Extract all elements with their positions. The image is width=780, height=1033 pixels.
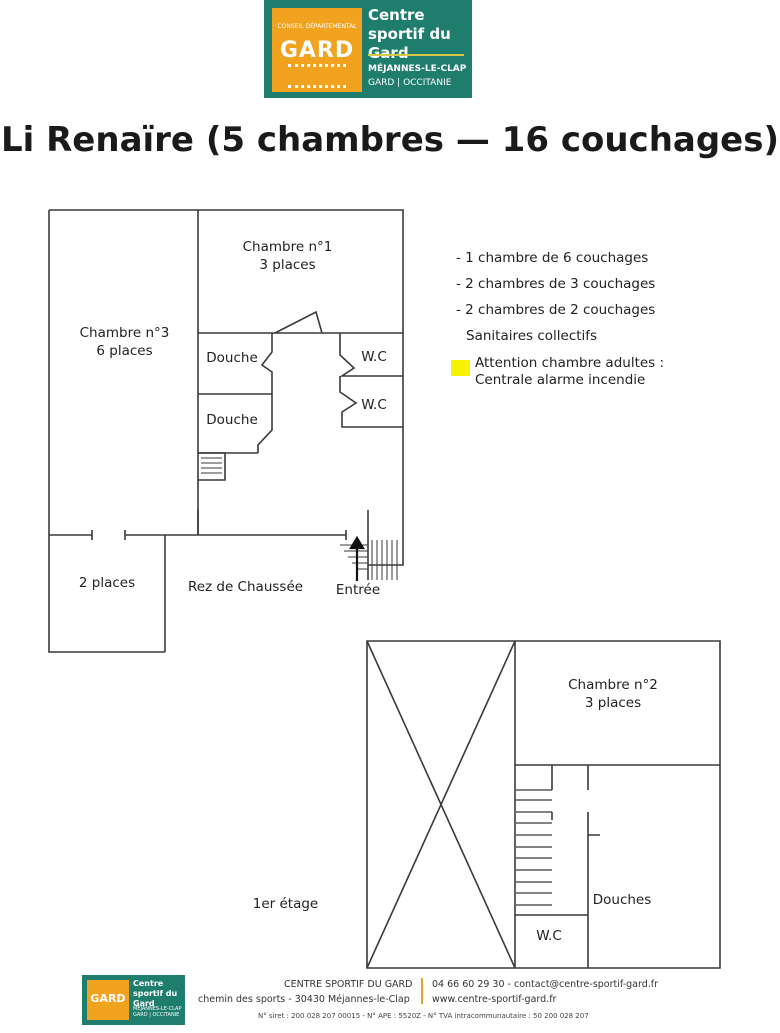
chambre2-label: Chambre n°2 3 places <box>548 676 678 712</box>
douches-label: Douches <box>592 892 652 908</box>
douche-a-label: Douche <box>206 350 258 366</box>
chambre1-name: Chambre n°1 <box>242 239 333 255</box>
entrance-arrow-icon <box>349 535 365 581</box>
ground-level-label: Rez de Chaussée <box>187 579 304 595</box>
logo-place: MÉJANNES-LE-CLAP <box>368 64 467 74</box>
badge-brand: GARD <box>279 38 355 63</box>
gard-badge: CONSEIL DÉPARTEMENTAL GARD <box>272 8 362 92</box>
footer-address: chemin des sports - 30430 Méjannes-le-Cl… <box>198 994 410 1005</box>
footer-website-link[interactable]: www.centre-sportif-gard.fr <box>432 994 557 1005</box>
footer-org: CENTRE SPORTIF DU GARD <box>284 979 413 990</box>
ground-outer-wall <box>49 209 404 566</box>
footer-legal: N° siret : 200 028 207 00015 - N° APE : … <box>258 1012 589 1020</box>
entrance-label: Entrée <box>335 582 381 598</box>
wc-b-label: W.C <box>361 397 387 413</box>
chambre1-label: Chambre n°1 3 places <box>225 238 350 274</box>
header-logo: CONSEIL DÉPARTEMENTAL GARD Centre sporti… <box>264 0 472 98</box>
logo-name: Centre sportif du Gard <box>368 6 451 62</box>
warning-line-1: Attention chambre adultes : <box>475 355 665 371</box>
void-cross <box>366 640 516 969</box>
badge-small-text: CONSEIL DÉPARTEMENTAL <box>277 23 357 30</box>
warning-line-2: Centrale alarme incendie <box>475 372 646 388</box>
upper-level-label: 1er étage <box>252 896 319 912</box>
chambre2-name: Chambre n°2 <box>568 677 658 693</box>
chambre2-places: 3 places <box>584 695 642 711</box>
legend-item: - 2 chambres de 3 couchages <box>456 276 656 292</box>
chambre3-places: 6 places <box>96 343 153 359</box>
footer-phone-email[interactable]: 04 66 60 29 30 - contact@centre-sportif-… <box>432 979 659 990</box>
logo-region: GARD | OCCITANIE <box>368 78 452 88</box>
legend-item: - 1 chambre de 6 couchages <box>456 250 649 266</box>
footer-gard-badge: GARD <box>87 980 129 1020</box>
chambre1-places: 3 places <box>259 257 316 273</box>
footer-logo-name: Centre sportif du Gard <box>133 979 178 1008</box>
legend-item: Sanitaires collectifs <box>466 328 598 344</box>
footer-badge-brand: GARD <box>90 992 126 1005</box>
two-places-label: 2 places <box>78 575 136 591</box>
two-places-room <box>48 534 166 653</box>
chambre3-name: Chambre n°3 <box>79 325 170 341</box>
footer-logo-sub: MÉJANNES-LE-CLAP GARD | OCCITANIE <box>133 1006 182 1018</box>
douche-b-label: Douche <box>206 412 258 428</box>
upper-wc-label: W.C <box>536 928 562 944</box>
footer-logo: GARD Centre sportif du Gard MÉJANNES-LE-… <box>82 975 185 1025</box>
arena-icon <box>288 64 346 88</box>
legend-item: - 2 chambres de 2 couchages <box>456 302 656 318</box>
upper-outer-wall <box>366 640 721 969</box>
page-title: Li Renaïre (5 chambres — 16 couchages) <box>0 120 780 160</box>
warning-color-swatch <box>451 360 470 376</box>
footer-divider <box>421 978 423 1004</box>
logo-divider <box>368 54 464 56</box>
chambre3-label: Chambre n°3 6 places <box>62 324 187 360</box>
wc-a-label: W.C <box>361 349 387 365</box>
